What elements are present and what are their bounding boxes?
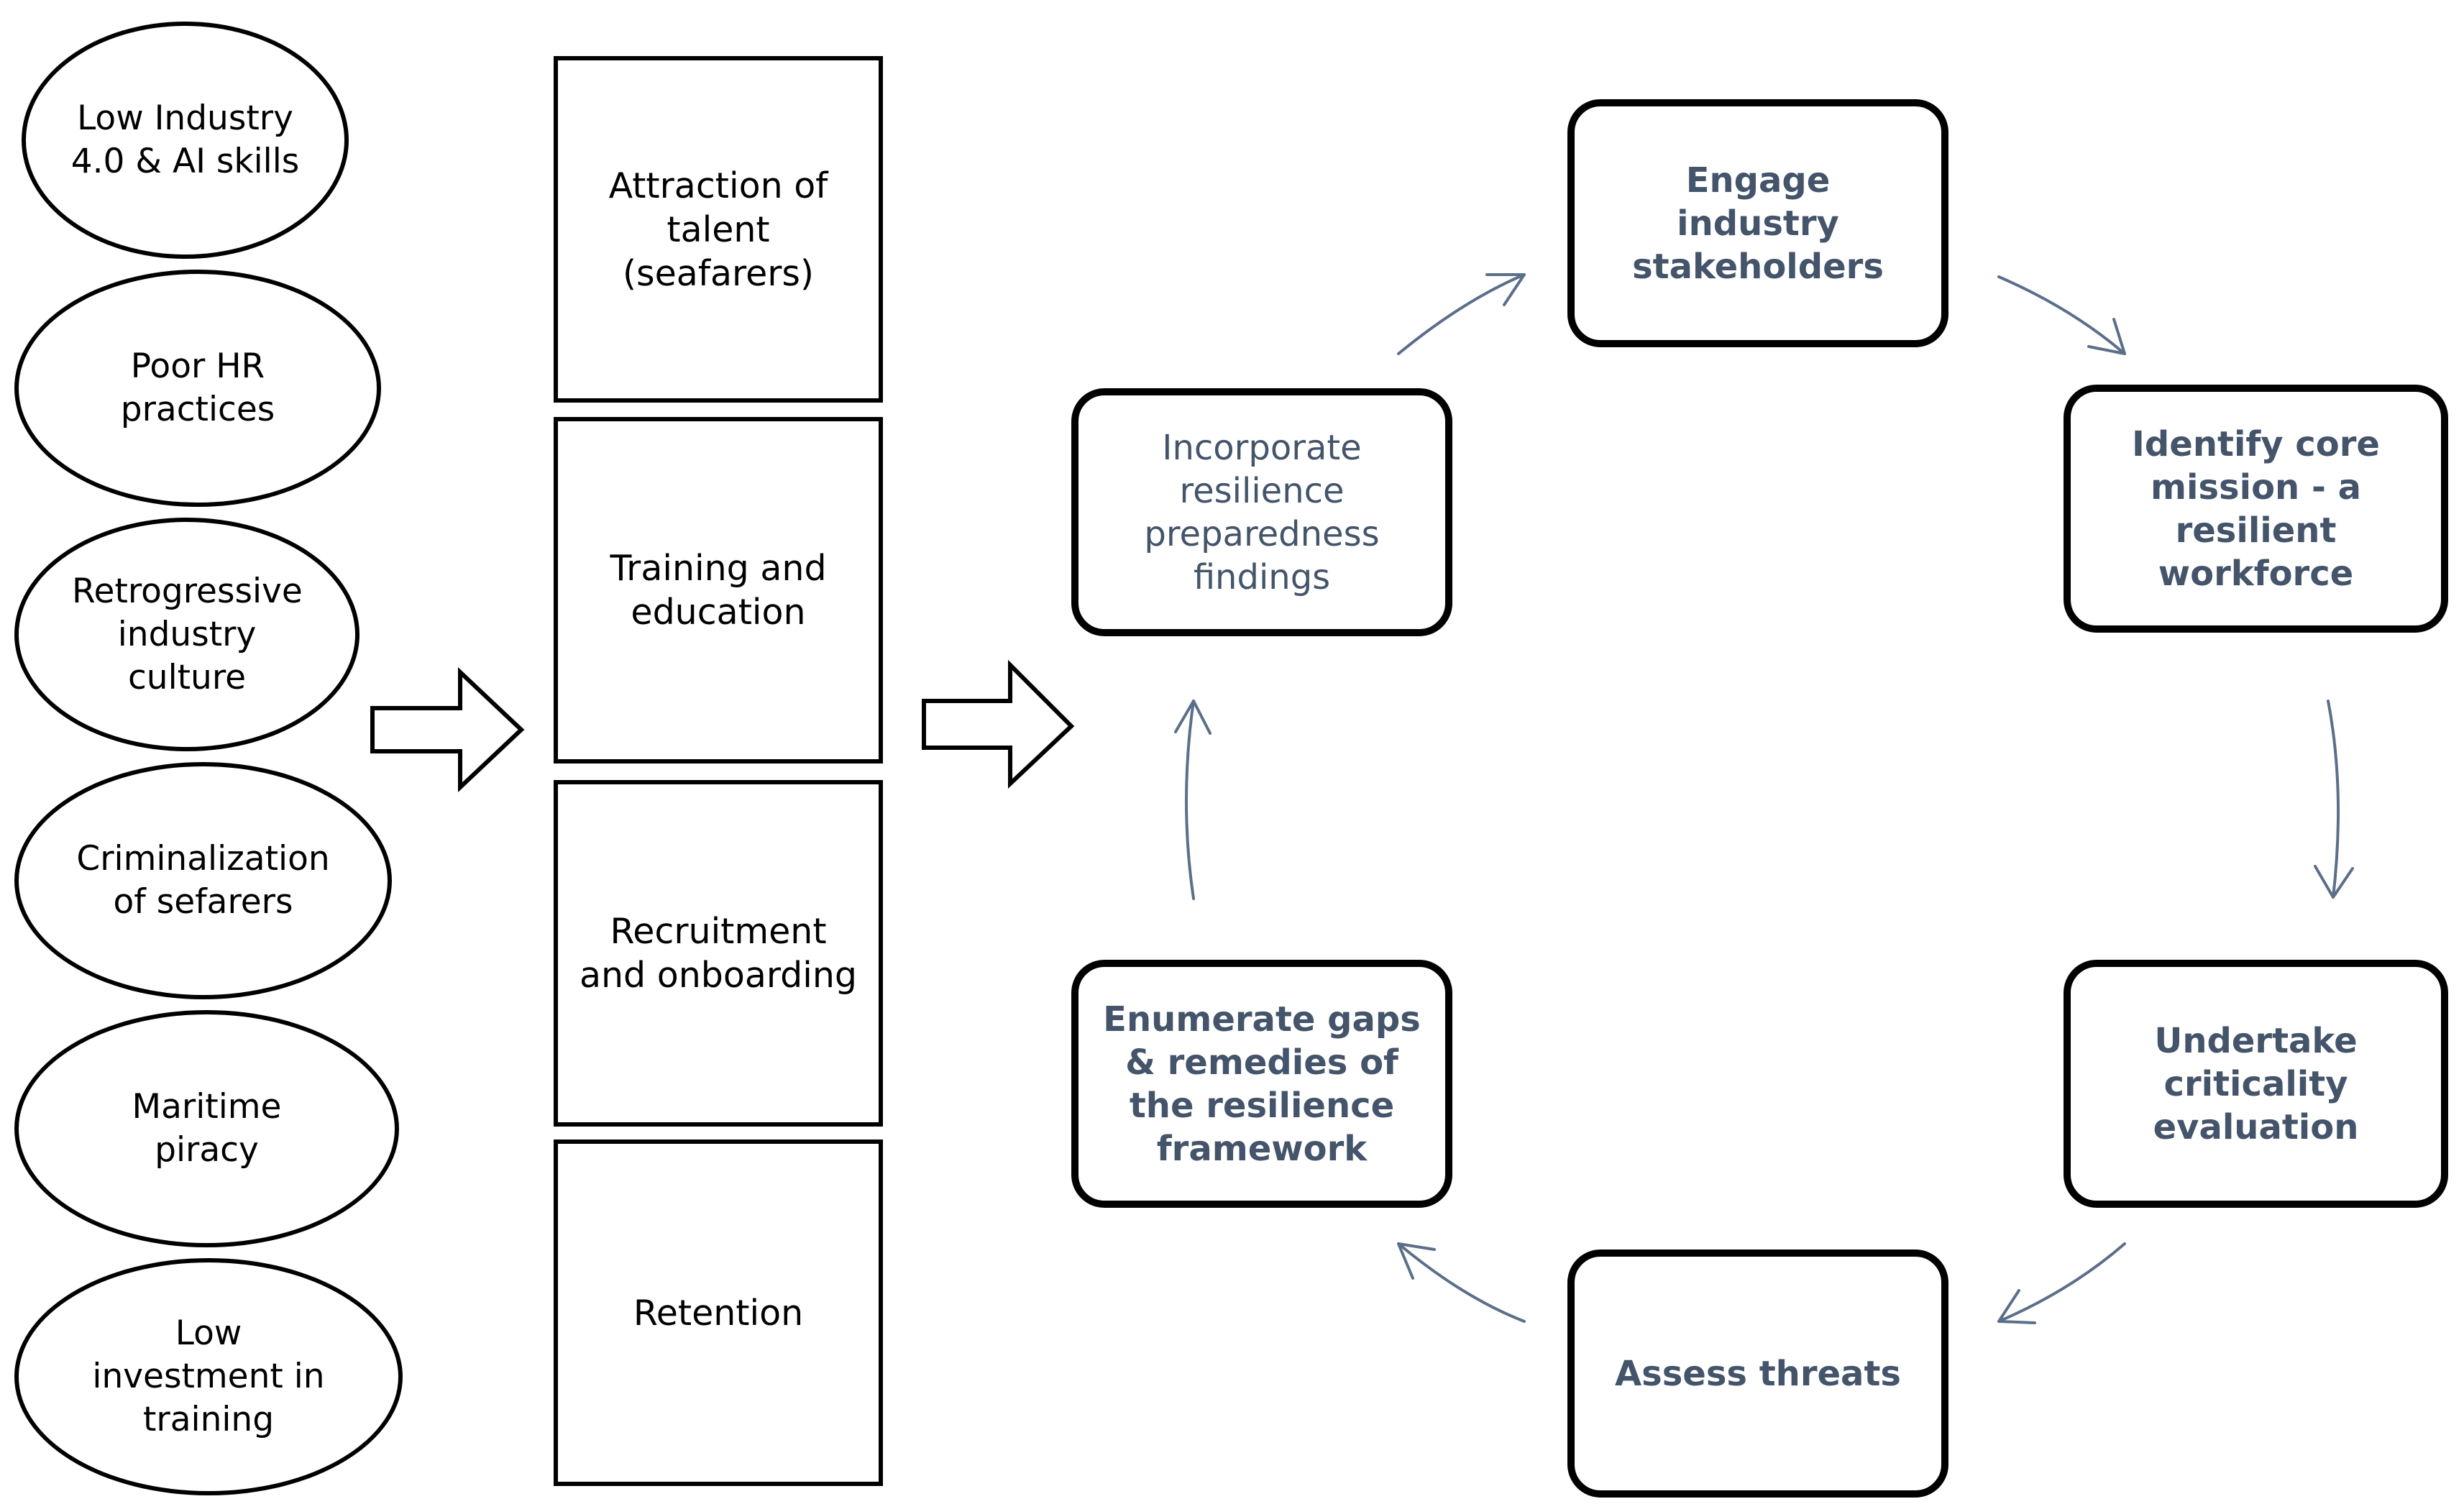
arrowhead-icon xyxy=(1174,700,1212,735)
challenge-oval-industry-ai-skills: Low Industry 4.0 & AI skills xyxy=(22,22,349,259)
challenge-oval-hr-practices: Poor HR practices xyxy=(14,270,381,507)
area-box-recruitment: Recruitment and onboarding xyxy=(554,780,883,1127)
step-label: Enumerate gaps & remedies of the resilie… xyxy=(1103,999,1421,1169)
area-box-attraction: Attraction of talent (seafarers) xyxy=(554,56,883,403)
step-identify-mission: Identify core mission - a resilient work… xyxy=(2064,385,2448,633)
challenge-oval-training-investment: Low investment in training xyxy=(14,1258,403,1495)
arrowhead-icon xyxy=(2314,865,2354,899)
challenge-label: Criminalization of sefarers xyxy=(76,839,330,922)
challenge-label: Low investment in training xyxy=(92,1313,325,1439)
area-label: Attraction of talent (seafarers) xyxy=(608,165,828,294)
step-label: Incorporate resilience preparedness find… xyxy=(1144,427,1380,597)
step-criticality-evaluation: Undertake criticality evaluation xyxy=(2064,960,2448,1208)
step-enumerate-gaps: Enumerate gaps & remedies of the resilie… xyxy=(1071,960,1452,1208)
cycle-arrow-enumerate-to-incorporate xyxy=(1185,700,1195,900)
arrowhead-icon xyxy=(2087,318,2126,355)
challenge-label: Low Industry 4.0 & AI skills xyxy=(70,98,300,181)
block-arrow-to-cycle xyxy=(922,659,1075,789)
cycle-arrow-identify-to-undertake xyxy=(2327,700,2340,899)
challenge-label: Retrogressive industry culture xyxy=(72,571,303,697)
cycle-arrow-assess-to-enumerate xyxy=(1397,1242,1526,1323)
challenge-oval-industry-culture: Retrogressive industry culture xyxy=(14,518,359,751)
challenge-oval-piracy: Maritime piracy xyxy=(14,1010,399,1247)
cycle-arrow-engage-to-identify xyxy=(1997,275,2126,355)
arrowhead-icon xyxy=(1485,273,1526,306)
cycle-arrow-incorporate-to-engage xyxy=(1397,273,1526,355)
challenge-oval-criminalization: Criminalization of sefarers xyxy=(14,762,392,999)
step-incorporate-findings: Incorporate resilience preparedness find… xyxy=(1071,388,1452,636)
step-label: Engage industry stakeholders xyxy=(1632,160,1884,287)
challenge-label: Poor HR practices xyxy=(120,347,275,429)
arrowhead-icon xyxy=(1997,1289,2036,1324)
area-label: Retention xyxy=(633,1292,804,1334)
area-label: Recruitment and onboarding xyxy=(579,911,858,996)
area-box-training: Training and education xyxy=(554,417,883,764)
area-label: Training and education xyxy=(610,548,827,633)
area-box-retention: Retention xyxy=(554,1140,883,1486)
step-assess-threats: Assess threats xyxy=(1567,1249,1948,1498)
block-arrow-to-areas xyxy=(370,667,525,792)
step-label: Undertake criticality evaluation xyxy=(2153,1020,2359,1147)
challenge-label: Maritime piracy xyxy=(132,1087,282,1170)
step-label: Identify core mission - a resilient work… xyxy=(2132,423,2380,594)
arrowhead-icon xyxy=(1397,1242,1436,1280)
step-engage-stakeholders: Engage industry stakeholders xyxy=(1567,99,1948,347)
cycle-arrow-undertake-to-assess xyxy=(1997,1242,2126,1323)
step-label: Assess threats xyxy=(1615,1353,1901,1394)
